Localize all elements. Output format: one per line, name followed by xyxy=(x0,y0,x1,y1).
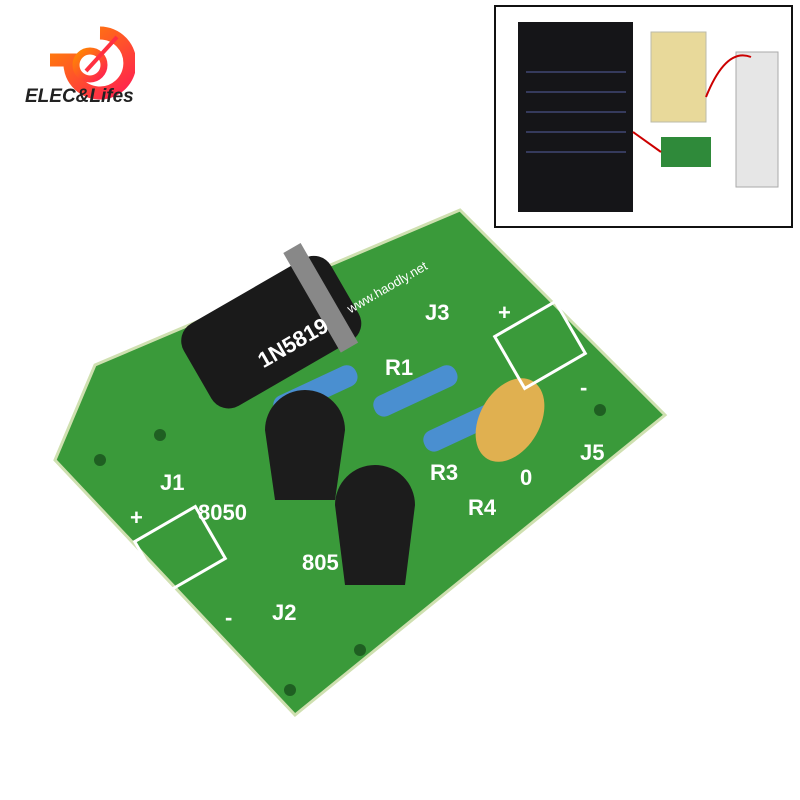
label-r4: R4 xyxy=(468,495,497,520)
inset-scene xyxy=(518,22,779,212)
label-minus-j3: - xyxy=(580,375,587,400)
label-plus-j3: + xyxy=(498,300,511,325)
connector-j1 xyxy=(132,504,228,596)
battery-icon xyxy=(650,31,707,123)
transistor-icon xyxy=(265,390,345,500)
solar-panel-icon xyxy=(518,22,633,212)
label-r1: R1 xyxy=(385,355,413,380)
label-j3: J3 xyxy=(425,300,449,325)
brand-logo xyxy=(20,15,135,110)
label-8050-b: 805 xyxy=(302,550,339,575)
label-j5: J5 xyxy=(580,440,604,465)
led-panel-icon xyxy=(735,51,779,188)
pcb-board xyxy=(53,208,668,718)
label-r3: R3 xyxy=(430,460,458,485)
label-8050-a: 8050 xyxy=(198,500,247,525)
inset-photo xyxy=(494,5,793,228)
brand-name: ELEC&Lifes xyxy=(25,86,134,107)
transistor-icon xyxy=(335,465,415,585)
label-zero: 0 xyxy=(520,465,532,490)
label-plus-j1: + xyxy=(130,505,143,530)
logo-mark-icon xyxy=(50,26,135,100)
control-board-icon xyxy=(661,137,711,167)
connector-j3 xyxy=(492,299,588,391)
label-minus-j1: - xyxy=(225,605,232,630)
label-j2: J2 xyxy=(272,600,296,625)
label-j1: J1 xyxy=(160,470,184,495)
capacitor-icon xyxy=(475,378,545,462)
